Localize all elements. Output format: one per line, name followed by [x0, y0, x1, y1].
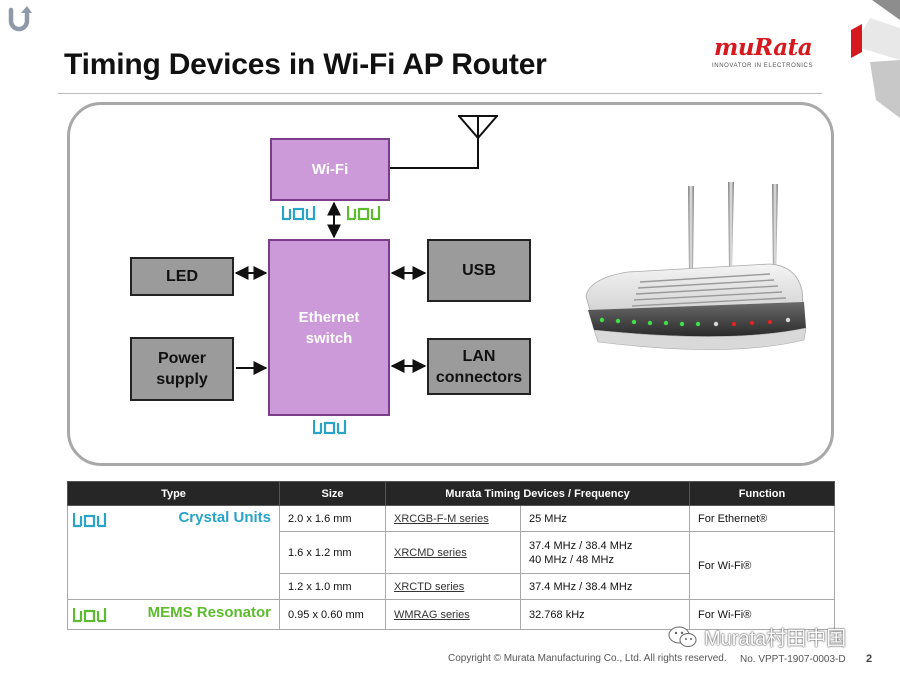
function-cell: For Wi-Fi® [689, 531, 836, 600]
led-block: LED [130, 257, 234, 296]
series-link[interactable]: XRCMD series [385, 531, 521, 574]
corner-decoration [851, 0, 900, 118]
series-link-text[interactable]: XRCMD series [394, 546, 467, 559]
crystal-units-label: Crystal Units [178, 509, 271, 526]
mems-resonator-icon [73, 608, 107, 623]
mems-resonator-type-cell: MEMS Resonator [67, 599, 280, 630]
function-cell: For Ethernet® [689, 505, 836, 532]
frequency-cell: 32.768 kHz [519, 599, 691, 630]
usb-block: USB [427, 239, 531, 302]
series-link[interactable]: XRCGB-F-M series [385, 505, 521, 532]
crystal-unit-icon [282, 206, 316, 221]
size-cell: 1.2 x 1.0 mm [279, 573, 386, 600]
wifi-block: Wi-Fi [270, 138, 390, 201]
ethernet-switch-label: Ethernet switch [298, 308, 360, 347]
series-link-text[interactable]: WMRAG series [394, 608, 470, 621]
table-header-row: Type Size Murata Timing Devices / Freque… [67, 481, 836, 506]
table-row: Crystal Units 2.0 x 1.6 mm XRCGB-F-M ser… [67, 505, 836, 600]
lan-connectors-block: LAN connectors [427, 338, 531, 395]
wifi-label: Wi-Fi [311, 161, 349, 178]
series-link-text[interactable]: XRCGB-F-M series [394, 512, 489, 525]
document-number: No. VPPT-1907-0003-D [740, 654, 846, 665]
mems-resonator-icon [347, 206, 381, 221]
page-number: 2 [866, 653, 873, 665]
wechat-icon [668, 626, 697, 647]
diagram-frame [67, 102, 834, 466]
size-cell: 0.95 x 0.60 mm [279, 599, 386, 630]
header-type: Type [67, 481, 280, 506]
series-link-text[interactable]: XRCTD series [394, 580, 465, 593]
usb-label: USB [462, 262, 496, 279]
size-cell: 2.0 x 1.6 mm [279, 505, 386, 532]
ethernet-switch-block: Ethernet switch [268, 239, 390, 416]
antenna-icon [458, 115, 498, 140]
crystal-unit-icon [313, 420, 347, 435]
function-cell: For Wi-Fi® [689, 599, 836, 630]
table-row: 1.6 x 1.2 mm XRCMD series 37.4 MHz / 38.… [68, 531, 836, 600]
crystal-units-type-cell: Crystal Units [67, 505, 280, 600]
series-link[interactable]: WMRAG series [385, 599, 521, 630]
copyright-text: Copyright © Murata Manufacturing Co., Lt… [448, 653, 727, 664]
frequency-line-2: 40 MHz / 48 MHz [529, 553, 614, 566]
logo-tagline: INNOVATOR IN ELECTRONICS [712, 63, 814, 69]
lan-connectors-label: LAN connectors [435, 347, 523, 386]
back-arrow-icon[interactable] [6, 4, 32, 32]
frequency-cell: 37.4 MHz / 38.4 MHz 40 MHz / 48 MHz [519, 531, 691, 574]
frequency-cell: 25 MHz [519, 505, 691, 532]
header-size: Size [279, 481, 386, 506]
header-devices-frequency: Murata Timing Devices / Frequency [384, 481, 691, 506]
mems-resonator-label: MEMS Resonator [147, 604, 271, 621]
power-supply-block: Power supply [130, 337, 234, 401]
table-row: MEMS Resonator 0.95 x 0.60 mm WMRAG seri… [67, 599, 836, 630]
frequency-cell: 37.4 MHz / 38.4 MHz [519, 573, 691, 600]
frequency-line-1: 37.4 MHz / 38.4 MHz [529, 539, 633, 552]
murata-logo: muRata INNOVATOR IN ELECTRONICS [712, 34, 824, 70]
wechat-watermark: Murata村田中国 [668, 622, 846, 651]
watermark-text: Murata村田中国 [704, 628, 847, 650]
page-title: Timing Devices in Wi-Fi AP Router [64, 48, 547, 81]
header-function: Function [689, 481, 836, 506]
title-divider [58, 93, 822, 94]
power-supply-label: Power supply [156, 350, 208, 388]
logo-wordmark: muRata [714, 34, 813, 61]
series-link[interactable]: XRCTD series [385, 573, 521, 600]
router-illustration [585, 182, 807, 350]
crystal-unit-icon [73, 513, 107, 528]
led-label: LED [166, 268, 198, 285]
timing-devices-table: Type Size Murata Timing Devices / Freque… [67, 481, 836, 630]
size-cell: 1.6 x 1.2 mm [279, 531, 386, 574]
